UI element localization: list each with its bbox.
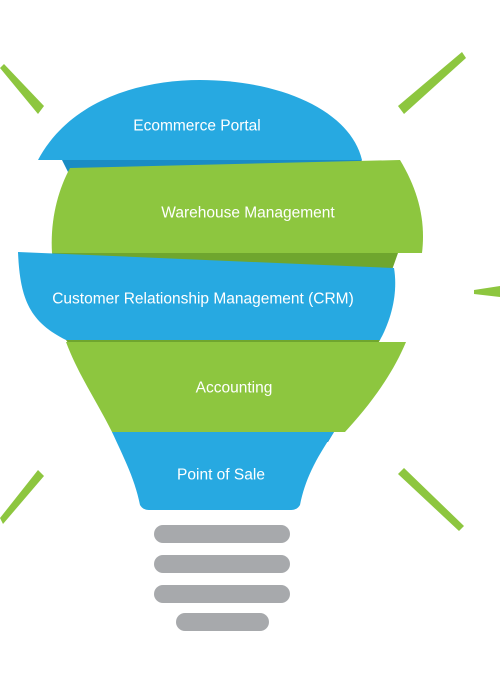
segment-label-accounting: Accounting <box>196 380 273 397</box>
base-thread-1 <box>154 525 290 543</box>
segment-warehouse-management: Warehouse Management <box>51 160 424 270</box>
segment-4-shape <box>66 342 406 432</box>
ray-right <box>474 286 500 297</box>
segment-ecommerce-portal: Ecommerce Portal <box>38 80 362 176</box>
base-thread-3 <box>154 585 290 603</box>
segment-5-shape <box>112 432 334 510</box>
ray-bottom-left <box>0 470 44 524</box>
segment-2-shape <box>51 160 424 253</box>
segment-label-warehouse-management: Warehouse Management <box>161 205 335 222</box>
segment-1-shape <box>38 80 362 160</box>
segment-label-crm: Customer Relationship Management (CRM) <box>52 291 354 308</box>
base-cap <box>176 613 269 631</box>
segment-point-of-sale: Point of Sale <box>112 432 334 510</box>
segment-3-shape <box>18 252 396 340</box>
base-thread-2 <box>154 555 290 573</box>
ray-bottom-right <box>398 468 464 531</box>
segment-accounting: Accounting <box>66 342 406 442</box>
segment-crm: Customer Relationship Management (CRM) <box>18 252 396 356</box>
segment-label-ecommerce-portal: Ecommerce Portal <box>133 118 260 135</box>
ray-top-left <box>0 64 44 114</box>
ray-top-right <box>398 52 466 114</box>
segment-label-point-of-sale: Point of Sale <box>177 467 265 484</box>
light-rays <box>0 52 500 531</box>
bulb-base <box>154 525 290 631</box>
